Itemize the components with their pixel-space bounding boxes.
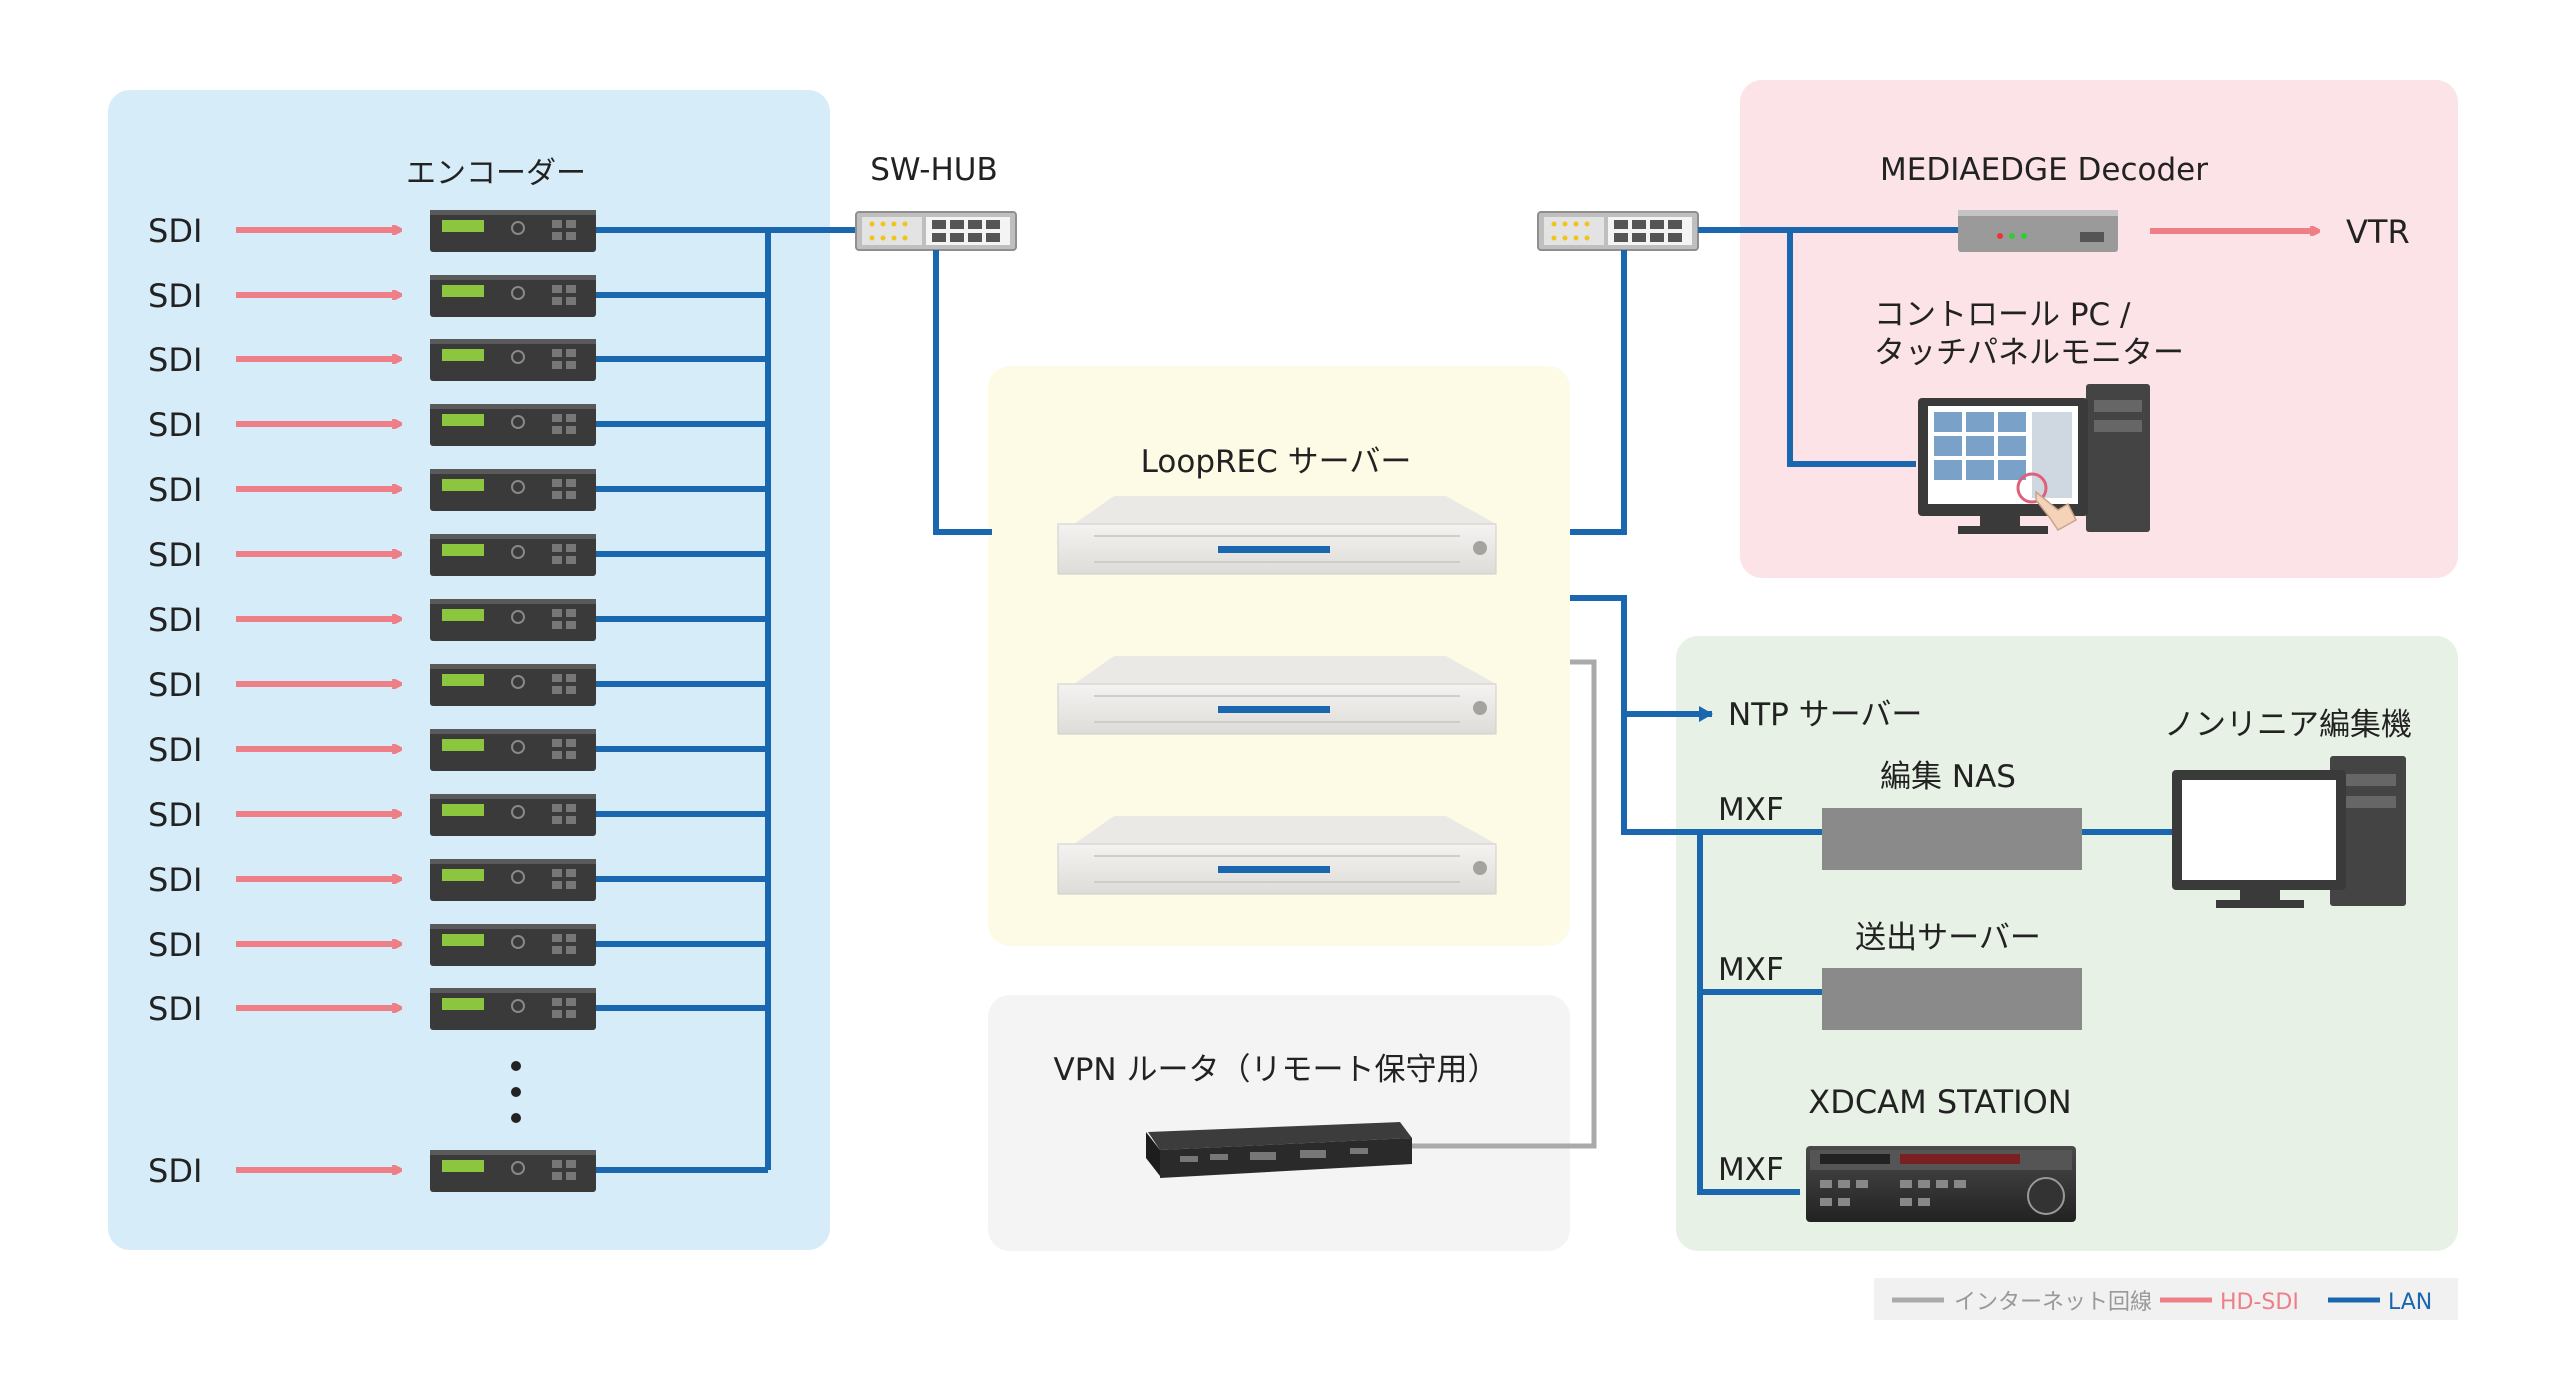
sdi-input-label: SDI (148, 666, 202, 704)
send-server-icon (1822, 968, 2082, 1030)
send-server-label: 送出サーバー (1855, 920, 2041, 956)
encoder-device-icon (430, 664, 596, 706)
encoder-device-icon (430, 859, 596, 901)
encoder-row: SDI (148, 729, 768, 771)
encoder-row: SDI (148, 275, 768, 317)
encoder-row: SDI (148, 794, 768, 836)
encoder-row: SDI (148, 469, 768, 511)
sdi-input-label: SDI (148, 471, 202, 509)
encoder-rows: SDI SDI SDI SDI SDI SDI SDI SDI SDI SDI SDI SDI SDI S… (148, 210, 768, 1192)
encoder-device-icon (430, 988, 596, 1030)
encoder-row: SDI (148, 859, 768, 901)
xdcam-station-icon (1806, 1146, 2076, 1222)
encoder-device-icon (430, 339, 596, 381)
sdi-input-label: SDI (148, 1152, 202, 1190)
control-pc-icon (1918, 384, 2150, 534)
ntp-label: NTP サーバー (1728, 697, 1922, 733)
nas-device-icon (1822, 808, 2082, 870)
vpn-panel (988, 995, 1570, 1251)
loop-server-unit-icon (1057, 816, 1497, 895)
sdi-input-label: SDI (148, 601, 202, 639)
vpn-title: VPN ルータ（リモート保守用） (1054, 1052, 1499, 1088)
mxf-label-xdcam: MXF (1718, 1152, 1784, 1188)
sw-hub-label: SW-HUB (870, 152, 998, 188)
legend-hd-sdi-label: HD-SDI (2220, 1290, 2299, 1315)
encoder-device-icon (430, 275, 596, 317)
encoder-row: SDI (148, 599, 768, 641)
vtr-label: VTR (2346, 213, 2410, 251)
mxf-label-send: MXF (1718, 952, 1784, 988)
sdi-input-label: SDI (148, 731, 202, 769)
hub-to-loop-server-line (933, 250, 992, 535)
sdi-input-label: SDI (148, 406, 202, 444)
nas-label: 編集 NAS (1880, 759, 2016, 795)
sdi-input-label: SDI (148, 341, 202, 379)
vpn-internet-line (1412, 659, 1597, 1149)
encoder-device-icon (430, 404, 596, 446)
control-pc-label-2: タッチパネルモニター (1874, 335, 2184, 371)
encoder-device-icon (430, 534, 596, 576)
loop-server-to-right-hub-line (1570, 250, 1627, 535)
sdi-input-label: SDI (148, 536, 202, 574)
encoder-continuation-dots (511, 1061, 521, 1123)
sdi-input-label: SDI (148, 212, 202, 250)
right-hub-to-control-pc-line (1787, 230, 1916, 467)
xdcam-label: XDCAM STATION (1808, 1083, 2071, 1121)
sdi-input-label: SDI (148, 277, 202, 315)
legend: インターネット回線 HD-SDI LAN (1874, 1278, 2458, 1320)
encoder-row: SDI (148, 988, 768, 1030)
loop-server-title: LoopREC サーバー (1141, 444, 1412, 480)
loop-server-unit-icon (1057, 496, 1497, 575)
encoder-row: SDI (148, 534, 768, 576)
encoder-row: SDI (148, 404, 768, 446)
sdi-input-label: SDI (148, 990, 202, 1028)
encoder-device-icon (430, 1150, 596, 1192)
loop-server-unit-icon (1057, 656, 1497, 735)
legend-internet-label: インターネット回線 (1954, 1290, 2152, 1315)
sw-hub-right-icon (1537, 211, 1699, 251)
encoder-device-icon (430, 794, 596, 836)
mxf-label-nas: MXF (1718, 792, 1784, 828)
hand-icon (2035, 490, 2077, 531)
sdi-input-label: SDI (148, 926, 202, 964)
encoder-row: SDI (148, 924, 768, 966)
encoder-device-icon (430, 599, 596, 641)
sdi-input-label: SDI (148, 861, 202, 899)
encoder-row: SDI (148, 664, 768, 706)
nle-label: ノンリニア編集機 (2164, 707, 2412, 743)
encoder-device-icon (430, 924, 596, 966)
encoder-row: SDI (148, 339, 768, 381)
encoder-device-icon (430, 469, 596, 511)
loop-server-to-edit-line (1570, 595, 1800, 1195)
touch-indicator-icon (2016, 472, 2048, 504)
sdi-input-label: SDI (148, 796, 202, 834)
encoder-device-icon (430, 210, 596, 252)
control-pc-label-1: コントロール PC / (1874, 297, 2131, 333)
vpn-router-icon (1146, 1122, 1412, 1178)
encoder-group-title: エンコーダー (406, 156, 586, 191)
encoder-device-icon (430, 729, 596, 771)
loop-servers (1057, 496, 1497, 895)
decoder-device-icon (1958, 210, 2118, 252)
encoder-row: SDI (148, 1150, 768, 1192)
nle-pc-icon (2172, 756, 2406, 908)
decoder-title: MEDIAEDGE Decoder (1880, 152, 2208, 188)
encoder-row: SDI (148, 210, 768, 252)
sw-hub-left-icon (855, 211, 1017, 251)
legend-lan-label: LAN (2388, 1290, 2432, 1315)
